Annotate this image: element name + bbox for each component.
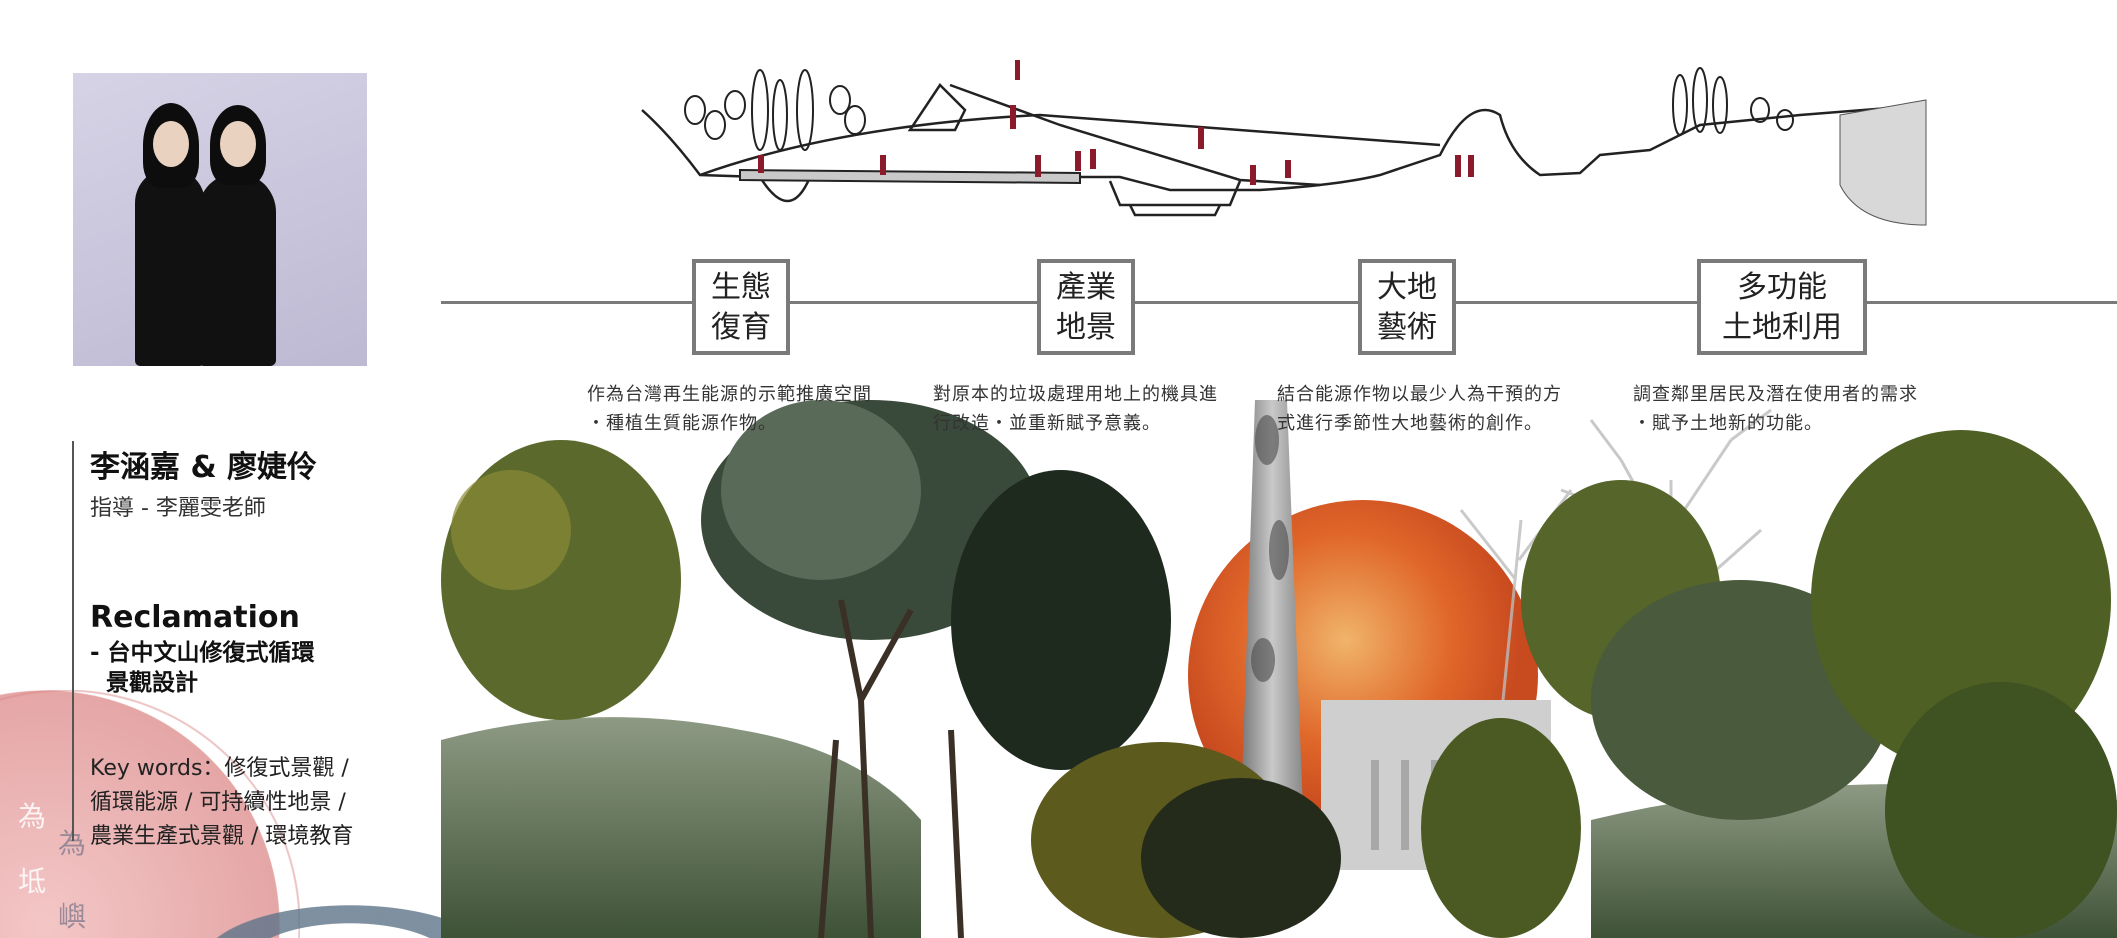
keywords-line: 循環能源 / 可持續性地景 / — [90, 790, 346, 815]
box-label: 產業 — [1056, 270, 1116, 305]
tree-canopies — [441, 400, 2117, 938]
timeline-description: 作為台灣再生能源的示範推廣空間 ・種植生質能源作物。 — [587, 384, 872, 434]
advisor: 指導 - 李麗雯老師 — [90, 496, 266, 521]
side-char: 坻 — [18, 865, 47, 898]
box-label: 地景 — [1056, 310, 1116, 345]
timeline-description: 調查鄰里居民及潛在使用者的需求 ・賦予土地新的功能。 — [1633, 384, 1918, 434]
keywords: Key words：修復式景觀 / 循環能源 / 可持續性地景 / 農業生產式景… — [90, 752, 353, 854]
keywords-line: 農業生產式景觀 / 環境教育 — [90, 824, 354, 849]
landscape-collage — [441, 400, 2117, 938]
box-label: 大地 — [1377, 270, 1437, 305]
project-subtitle: - 台中文山修復式循環 景觀設計 — [90, 640, 315, 696]
timeline-box-industrial-landscape: 產業地景 — [1037, 259, 1135, 355]
keywords-line: Key words：修復式景觀 / — [90, 756, 349, 781]
timeline-box-land-art: 大地藝術 — [1358, 259, 1456, 355]
timeline-line — [441, 301, 2117, 304]
authors: 李涵嘉 & 廖婕伶 — [90, 450, 318, 485]
hill — [441, 717, 921, 938]
project-title: Reclamation — [90, 600, 300, 635]
box-label: 多功能 — [1737, 270, 1827, 305]
timeline-box-multifunctional-land-use: 多功能土地利用 — [1697, 259, 1867, 355]
box-label: 復育 — [711, 310, 771, 345]
box-label: 土地利用 — [1722, 310, 1842, 345]
dashed-ring-decoration — [0, 690, 300, 938]
box-label: 藝術 — [1377, 310, 1437, 345]
landscape-section-diagram — [641, 60, 1927, 226]
people-figures — [758, 60, 1474, 185]
vertical-divider — [72, 441, 74, 841]
chimney — [1241, 400, 1303, 810]
tree-trunks — [818, 599, 964, 938]
timeline-description: 對原本的垃圾處理用地上的機具進 行改造・並重新賦予意義。 — [933, 384, 1218, 434]
timeline-description: 結合能源作物以最少人為干預的方 式進行季節性大地藝術的創作。 — [1277, 384, 1562, 434]
side-char: 嶼 — [58, 900, 87, 933]
box-label: 生態 — [711, 270, 771, 305]
author-photo — [73, 73, 367, 366]
timeline-box-ecological-restoration: 生態復育 — [692, 259, 790, 355]
side-char: 為 — [18, 800, 47, 833]
